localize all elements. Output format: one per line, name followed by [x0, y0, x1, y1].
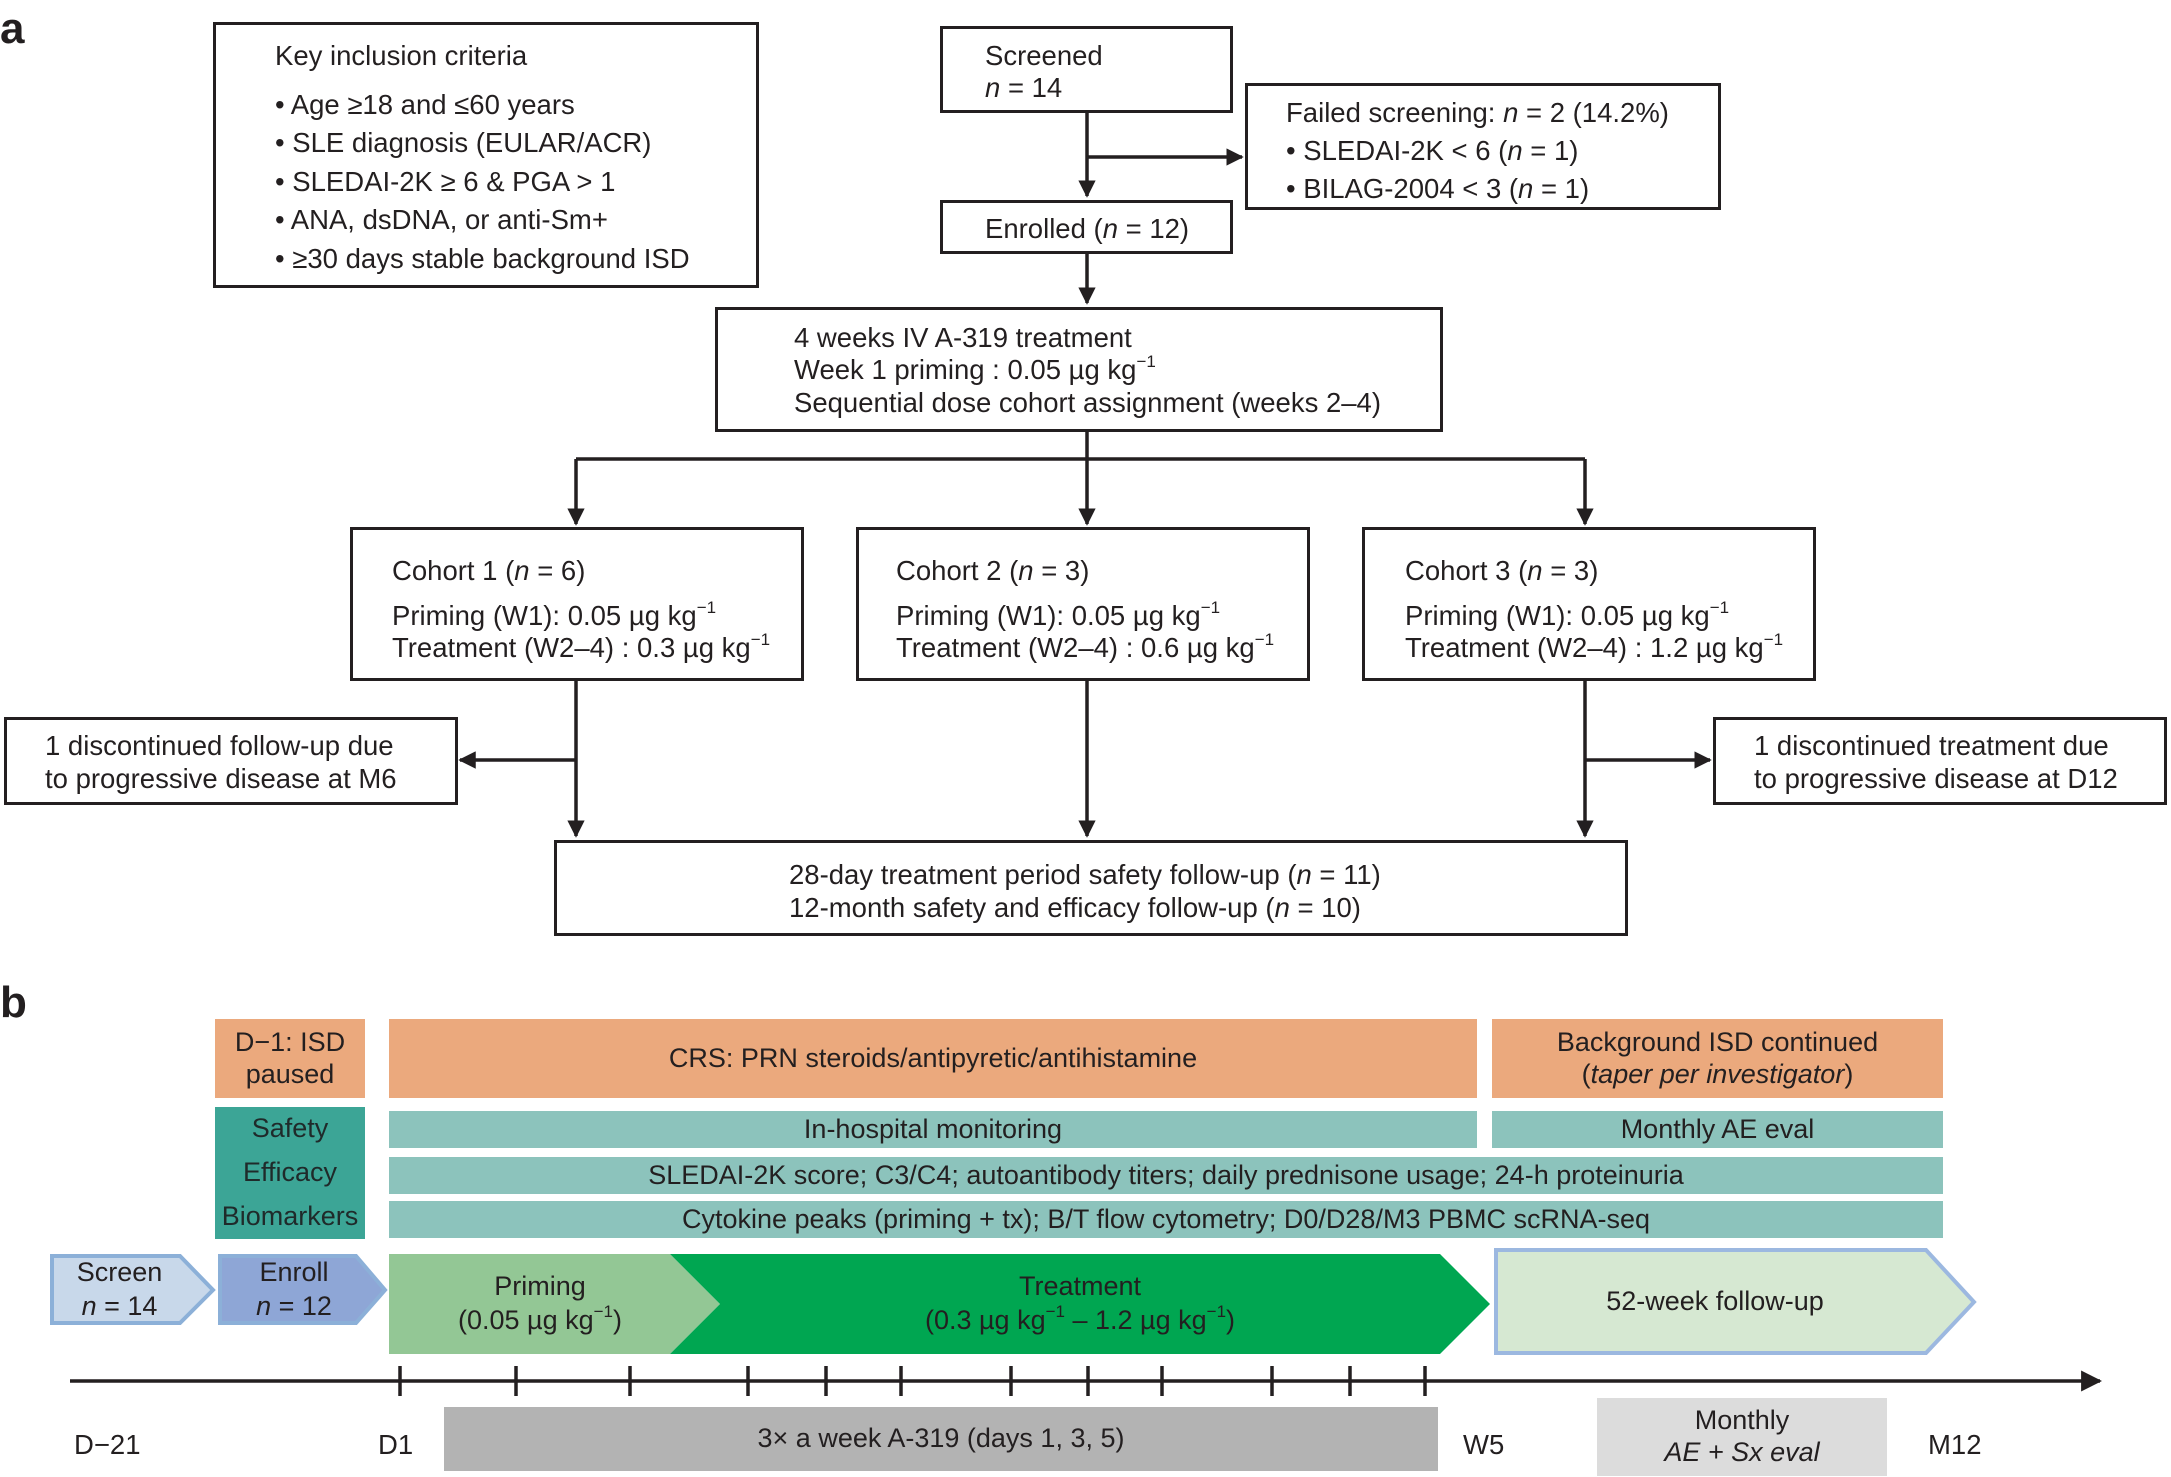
- cohort-1-priming: Priming (W1): 0.05 µg kg−1: [392, 598, 717, 631]
- cohort-2-priming: Priming (W1): 0.05 µg kg−1: [896, 598, 1221, 631]
- dosing-schedule-bar: 3× a week A-319 (days 1, 3, 5): [444, 1407, 1438, 1471]
- background-isd-bar: Background ISD continued(taper per inves…: [1492, 1019, 1943, 1098]
- label-biomarkers: Biomarkers: [221, 1201, 359, 1232]
- failed-item-bilag: • BILAG-2004 < 3 (n = 1): [1286, 173, 1590, 204]
- treatment-shape: [670, 1254, 1490, 1354]
- cohort-1-box: Cohort 1 (n = 6) Priming (W1): 0.05 µg k…: [350, 527, 804, 681]
- followup-box: 28-day treatment period safety follow-up…: [554, 840, 1628, 936]
- axis-label-d1: D1: [378, 1429, 414, 1460]
- inclusion-item: Age ≥18 and ≤60 years: [290, 89, 575, 120]
- followup-line2: 12-month safety and efficacy follow-up (…: [789, 892, 1361, 923]
- failed-screening-box: Failed screening: n = 2 (14.2%) • SLEDAI…: [1245, 83, 1721, 210]
- inhospital-monitoring-bar: In-hospital monitoring: [389, 1111, 1477, 1148]
- cohort-3-treatment: Treatment (W2–4) : 1.2 µg kg−1: [1405, 630, 1784, 663]
- followup-52-shape: [1494, 1248, 1977, 1355]
- label-efficacy: Efficacy: [242, 1157, 338, 1188]
- discontinued-left-line1: 1 discontinued follow-up due: [45, 730, 394, 761]
- failed-item-sledai: • SLEDAI-2K < 6 (n = 1): [1286, 135, 1579, 166]
- cohort-3-priming: Priming (W1): 0.05 µg kg−1: [1405, 598, 1730, 631]
- cohort-2-box: Cohort 2 (n = 3) Priming (W1): 0.05 µg k…: [856, 527, 1310, 681]
- priming-shape: [389, 1254, 720, 1354]
- failed-screening-title: Failed screening: n = 2 (14.2%): [1286, 97, 1669, 128]
- cohort-3-title: Cohort 3 (n = 3): [1405, 555, 1599, 586]
- discontinued-left-line2: to progressive disease at M6: [45, 763, 397, 794]
- inclusion-item: ≥30 days stable background ISD: [292, 243, 690, 274]
- priming-label: Priming(0.05 µg kg−1): [457, 1271, 623, 1335]
- inclusion-title: Key inclusion criteria: [275, 40, 528, 71]
- screen-chevron: [50, 1254, 216, 1325]
- monthly-ae-bar: Monthly AE eval: [1492, 1111, 1943, 1148]
- followup-line1: 28-day treatment period safety follow-up…: [789, 859, 1381, 890]
- screened-count: n = 14: [985, 72, 1063, 103]
- biomarker-row-bar: Cytokine peaks (priming + tx); B/T flow …: [389, 1201, 1943, 1238]
- inclusion-item: SLE diagnosis (EULAR/ACR): [292, 127, 652, 158]
- screened-box: Screened n = 14: [940, 26, 1233, 113]
- axis-label-m12: M12: [1928, 1429, 1982, 1460]
- cohort-3-box: Cohort 3 (n = 3) Priming (W1): 0.05 µg k…: [1362, 527, 1816, 681]
- crs-bar: CRS: PRN steroids/antipyretic/antihistam…: [389, 1019, 1477, 1098]
- panel-label-a: a: [0, 4, 25, 53]
- enrolled-label: Enrolled (n = 12): [985, 213, 1190, 244]
- cohort-1-treatment: Treatment (W2–4) : 0.3 µg kg−1: [392, 630, 771, 663]
- followup-52-label: 52-week follow-up: [1606, 1285, 1824, 1316]
- enrolled-box: Enrolled (n = 12): [940, 200, 1233, 254]
- treatment-line1: 4 weeks IV A-319 treatment: [794, 322, 1132, 353]
- treatment-line3: Sequential dose cohort assignment (weeks…: [794, 387, 1382, 418]
- category-labels: Safety Efficacy Biomarkers: [215, 1107, 365, 1239]
- axis-label-w5: W5: [1463, 1429, 1505, 1460]
- inclusion-criteria-box: Key inclusion criteria • Age ≥18 and ≤60…: [213, 22, 759, 288]
- cohort-2-treatment: Treatment (W2–4) : 0.6 µg kg−1: [896, 630, 1275, 663]
- discontinued-left-box: 1 discontinued follow-up due to progress…: [4, 717, 458, 805]
- inclusion-item: ANA, dsDNA, or anti-Sm+: [290, 204, 608, 235]
- label-safety: Safety: [251, 1113, 329, 1144]
- cohort-2-title: Cohort 2 (n = 3): [896, 555, 1090, 586]
- discontinued-right-line1: 1 discontinued treatment due: [1754, 730, 2109, 761]
- efficacy-row-bar: SLEDAI-2K score; C3/C4; autoantibody tit…: [389, 1157, 1943, 1194]
- discontinued-right-line2: to progressive disease at D12: [1754, 763, 2118, 794]
- cohort-1-title: Cohort 1 (n = 6): [392, 555, 586, 586]
- screened-title: Screened: [985, 40, 1103, 71]
- enroll-chevron: [218, 1254, 388, 1325]
- inclusion-item: SLEDAI-2K ≥ 6 & PGA > 1: [292, 166, 616, 197]
- panel-label-b: b: [0, 978, 27, 1027]
- discontinued-right-box: 1 discontinued treatment due to progress…: [1713, 717, 2167, 805]
- treatment-label: Treatment(0.3 µg kg−1 – 1.2 µg kg−1): [924, 1271, 1236, 1335]
- treatment-line2: Week 1 priming : 0.05 µg kg−1: [794, 352, 1156, 385]
- axis-label-d21: D−21: [74, 1429, 141, 1460]
- treatment-box: 4 weeks IV A-319 treatment Week 1 primin…: [715, 307, 1443, 432]
